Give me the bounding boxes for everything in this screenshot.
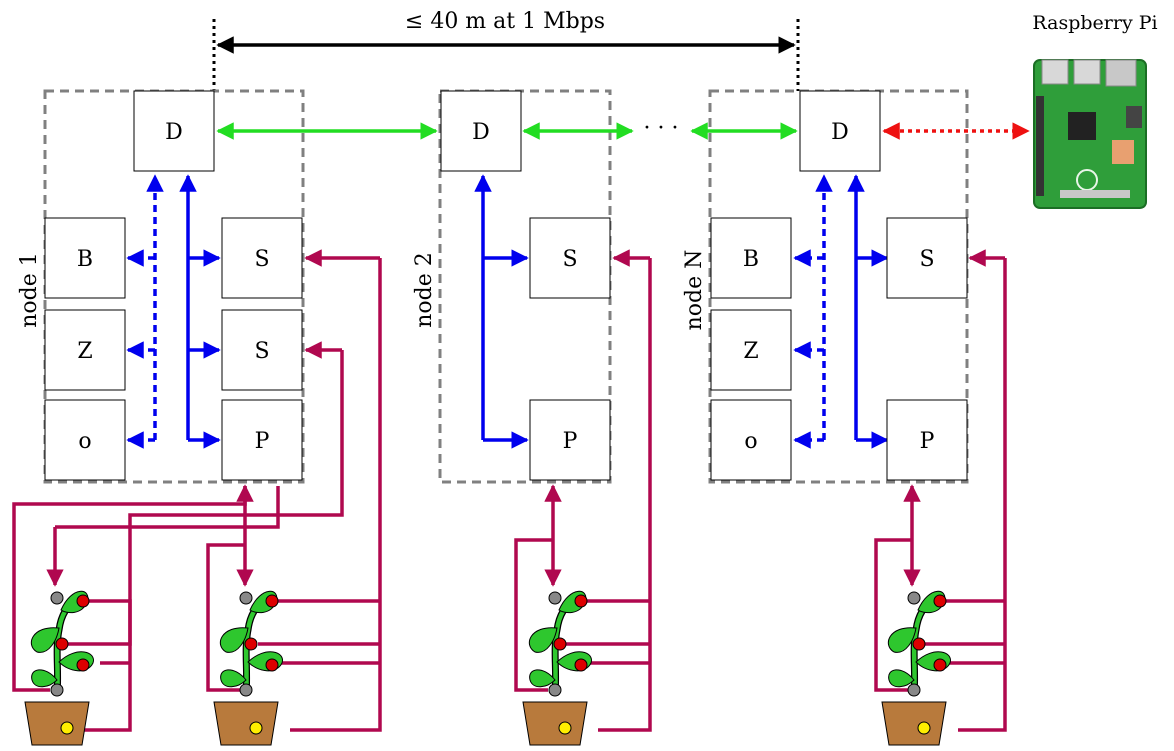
node-n-modules: D B Z o S P [710,90,968,481]
node-n-module-z-label: Z [743,339,758,364]
node-1-bus-module-label: D [165,120,183,145]
plant-wiring [12,249,1007,732]
node-n-label: node N [682,250,707,331]
node-2-module-s-label: S [562,247,577,272]
node-1-module-z-label: Z [77,339,92,364]
plant-2 [213,591,283,746]
node-n-internal-links [793,174,889,449]
node-1-module-o-label: o [78,429,91,454]
node-n-module-s [886,217,968,299]
node-1-module-s2 [221,309,303,391]
node-1-modules: D B Z o S S P [44,90,303,481]
node-1-module-b-label: B [77,247,93,272]
node-1-module-s2-label: S [254,339,269,364]
node-n-module-s-label: S [919,247,934,272]
node-n-bus-module [799,90,881,172]
node-1-label: node 1 [17,252,42,328]
node-1-bus-module [133,90,215,172]
node-1-module-p [221,399,303,481]
node-2-module-p-label: P [563,429,578,454]
node-n-module-p-label: P [920,429,935,454]
node-n-module-b [710,217,792,299]
node-2-module-s [529,217,611,299]
node-1-module-s1 [221,217,303,299]
pot [24,701,90,746]
node-1-module-z [44,309,126,391]
node-2-label: node 2 [412,252,437,328]
plant-1 [24,591,94,746]
raspberry-pi-label: Raspberry Pi [1032,12,1157,34]
node-1-module-o [44,399,126,481]
node-n-module-o-label: o [744,429,757,454]
node-n-bus-module-label: D [831,120,849,145]
range-label: ≤ 40 m at 1 Mbps [405,9,605,34]
node-1-internal-links [126,174,221,449]
node-2-modules: D S P [440,90,611,481]
raspberry-pi-image [1033,59,1147,209]
node-2-internal-links [474,174,529,449]
node-2-module-p [529,399,611,481]
node-2-bus-module [440,90,522,172]
node-2-bus-module-label: D [472,120,490,145]
node-1-module-p-label: P [255,429,270,454]
node-n-module-p [886,399,968,481]
node-n-module-z [710,309,792,391]
node-1-module-b [44,217,126,299]
node-n-module-b-label: B [743,247,759,272]
plant-3 [522,591,592,746]
node-1-module-s1-label: S [254,247,269,272]
bus-ellipsis: · · · [644,116,679,141]
node-n-module-o [710,399,792,481]
plant-4 [881,591,951,746]
